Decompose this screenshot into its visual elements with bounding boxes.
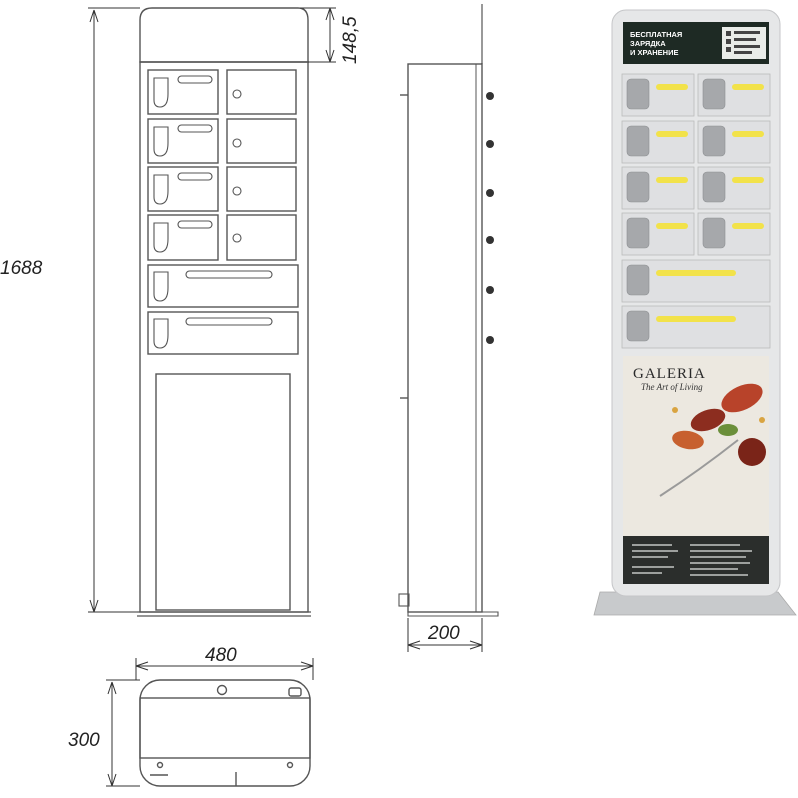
front-door-6 xyxy=(226,118,297,164)
photo-banner-line2: ЗАРЯДКА xyxy=(630,39,666,48)
dim-total-height: 1688 xyxy=(0,258,43,279)
side-locks xyxy=(486,92,494,344)
front-door-10 xyxy=(147,311,299,355)
dim-plan-width: 480 xyxy=(205,645,237,666)
front-keypads xyxy=(153,75,273,349)
front-door-9 xyxy=(147,264,299,308)
front-key-locks xyxy=(232,89,242,243)
front-dimensions xyxy=(88,7,336,613)
front-lower-panel xyxy=(155,373,291,611)
front-body xyxy=(139,61,309,613)
front-door-5 xyxy=(226,69,297,115)
photo-banner-line1: БЕСПЛАТНАЯ xyxy=(630,30,682,39)
photo-charge-slots xyxy=(656,84,764,322)
side-view xyxy=(398,63,499,617)
front-door-7 xyxy=(226,166,297,212)
front-door-4 xyxy=(147,214,219,261)
front-top-cap xyxy=(139,7,309,63)
side-body xyxy=(407,63,483,613)
dim-side-depth: 200 xyxy=(427,623,460,644)
dim-plan-depth: 300 xyxy=(68,730,100,751)
photo-tagline: The Art of Living xyxy=(641,382,703,392)
photo-brand: GALERIA xyxy=(633,366,706,382)
front-door-8 xyxy=(226,214,297,261)
plan-outline xyxy=(139,679,311,787)
product-photo: БЕСПЛАТНАЯ ЗАРЯДКА И ХРАНЕНИЕ xyxy=(593,9,797,616)
front-door-1 xyxy=(147,69,219,115)
plan-view xyxy=(139,679,311,787)
photo-food-art xyxy=(659,383,766,497)
plan-dimensions xyxy=(106,658,314,787)
photo-poster-fine-print xyxy=(632,544,752,576)
photo-keypads xyxy=(626,78,726,342)
photo-poster-footer xyxy=(623,536,769,584)
dim-top-height: 148,5 xyxy=(340,16,361,64)
front-door-2 xyxy=(147,118,219,164)
front-door-3 xyxy=(147,166,219,212)
photo-banner-line3: И ХРАНЕНИЕ xyxy=(630,48,678,57)
side-dimensions xyxy=(407,4,483,652)
front-view xyxy=(137,7,311,617)
